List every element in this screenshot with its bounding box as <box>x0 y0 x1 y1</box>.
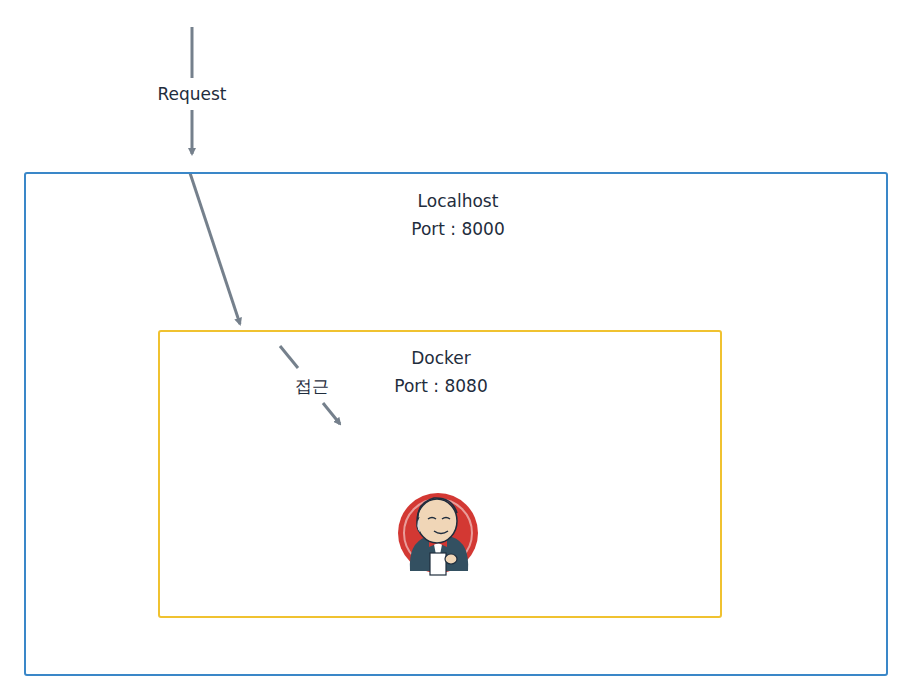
connector-arrow <box>190 173 240 324</box>
access-label: 접근 <box>292 375 332 397</box>
request-label: Request <box>154 83 229 105</box>
port-text: Port : 8080 <box>394 375 488 397</box>
jenkins-icon <box>398 493 478 575</box>
access-arrow <box>280 346 340 424</box>
port-text: Port : 8000 <box>411 218 505 240</box>
docker-box: DockerPort : 8080 <box>158 330 722 618</box>
node-title: Docker <box>411 347 471 369</box>
localhost-box: LocalhostPort : 8000DockerPort : 8080 <box>24 172 888 676</box>
node-title: Localhost <box>418 190 499 212</box>
